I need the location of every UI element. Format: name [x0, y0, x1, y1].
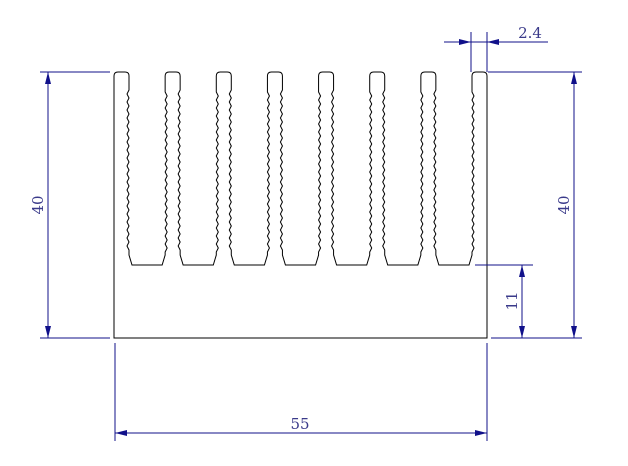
arrow-icon	[459, 39, 471, 45]
arrow-icon	[487, 39, 499, 45]
dimension-base-thickness: 11	[475, 264, 533, 338]
arrow-icon	[571, 326, 577, 338]
dimension-height-left: 40	[29, 71, 110, 339]
arrow-icon	[45, 72, 51, 84]
arrow-icon	[519, 265, 525, 277]
arrow-icon	[45, 326, 51, 338]
dimension-label: 2.4	[518, 24, 542, 42]
dimension-fin-thickness: 2.4	[444, 24, 548, 72]
arrow-icon	[519, 326, 525, 338]
arrow-icon	[115, 430, 127, 436]
dimension-width: 55	[114, 343, 488, 441]
dimension-label: 11	[503, 291, 521, 310]
arrow-icon	[475, 430, 487, 436]
arrow-icon	[571, 72, 577, 84]
dimension-height-right: 40	[488, 71, 582, 339]
heatsink-profile	[113, 71, 488, 339]
dimension-label: 55	[290, 415, 309, 433]
dimension-label: 40	[29, 195, 47, 214]
dimension-label: 40	[555, 195, 573, 214]
